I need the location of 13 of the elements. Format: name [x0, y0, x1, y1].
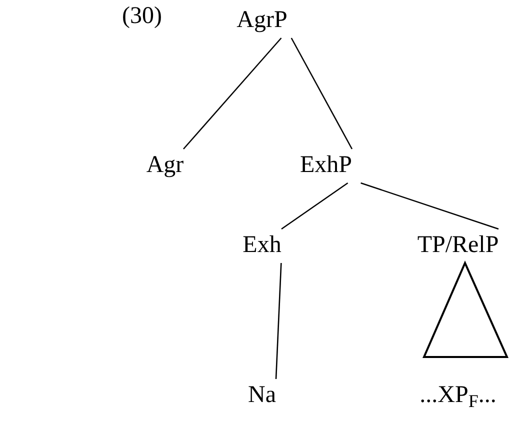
tree-label: Agr	[146, 153, 184, 177]
branch-line	[360, 182, 499, 230]
tree-label: TP/RelP	[417, 233, 499, 257]
example-number: (30)	[122, 4, 162, 28]
branch-line	[281, 182, 348, 230]
tree-label: Exh	[242, 233, 282, 257]
tree-label: ...XP$_{F}$...	[420, 383, 496, 407]
tree-label: AgrP	[236, 8, 288, 32]
tree-label: Na	[248, 383, 276, 407]
tree-label: ExhP	[300, 153, 352, 177]
branch-line	[290, 38, 353, 150]
branch-line	[183, 38, 282, 150]
branch-line	[275, 262, 282, 380]
